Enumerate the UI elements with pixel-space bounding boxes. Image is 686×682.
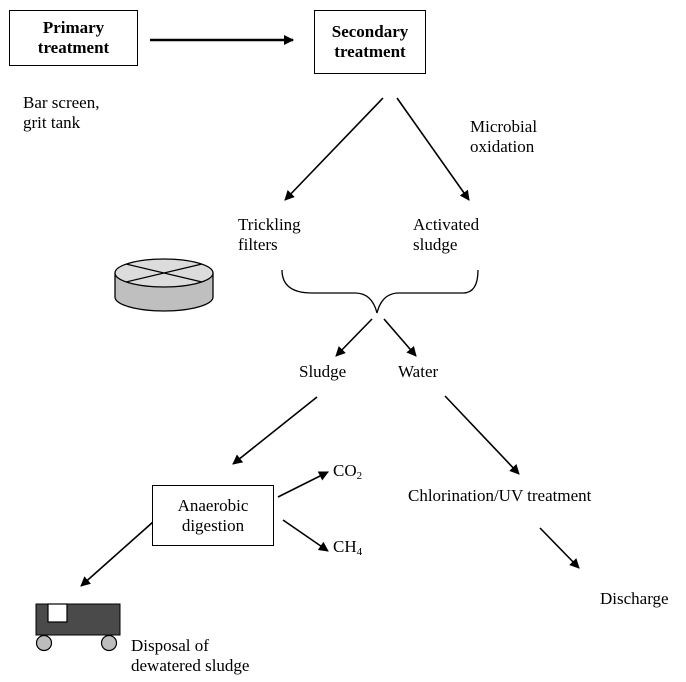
arrow-chlorination-to-discharge (539, 527, 580, 569)
disposal-label: Disposal of dewatered sludge (131, 636, 249, 677)
secondary-treatment-box: Secondary treatment (314, 10, 426, 74)
arrow-anaerobic-to-co2 (277, 471, 329, 498)
trickling-filter-tank-icon (114, 258, 214, 312)
bar-screen-line-1: Bar screen, (23, 93, 100, 112)
chlorination-uv-label: Chlorination/UV treatment (408, 486, 592, 505)
co2-subscript: 2 (356, 470, 363, 482)
arrow-sludge-to-anaerobic (232, 396, 318, 465)
activated-line-1: Activated (413, 215, 480, 234)
arrow-to-water (383, 318, 417, 357)
anaerobic-line-2: digestion (181, 515, 245, 535)
bar-screen-line-2: grit tank (23, 113, 81, 133)
primary-line-2: treatment (37, 38, 110, 57)
microbial-line-1: Microbial (470, 117, 538, 136)
secondary-line-1: Secondary (331, 22, 409, 42)
primary-line-1: Primary (42, 18, 105, 38)
disposal-line-1: Disposal of (131, 636, 209, 655)
anaerobic-digestion-box: Anaerobic digestion (152, 485, 274, 546)
ch4-subscript: 4 (356, 546, 363, 558)
discharge-label: Discharge (600, 589, 669, 608)
trickling-line-2: filters (238, 235, 278, 255)
sludge-label: Sludge (299, 362, 347, 381)
ch4-label: CH4 (333, 537, 362, 559)
water-label: Water (398, 362, 439, 381)
trickling-line-1: Trickling (238, 215, 301, 234)
microbial-oxidation-label: Microbial oxidation (470, 117, 537, 158)
activated-sludge-label: Activated sludge (413, 215, 479, 256)
anaerobic-line-1: Anaerobic (177, 495, 249, 515)
co2-label: CO2 (333, 461, 362, 483)
arrow-to-sludge (335, 318, 373, 357)
arrow-anaerobic-to-ch4 (282, 519, 329, 552)
bar-screen-label: Bar screen, grit tank (23, 93, 99, 134)
ch4-base: CH (333, 537, 357, 556)
primary-treatment-box: Primary treatment (9, 10, 138, 66)
microbial-line-2: oxidation (470, 137, 535, 157)
co2-base: CO (333, 461, 357, 480)
arrow-water-to-chlorination (444, 395, 520, 475)
disposal-line-2: dewatered sludge (131, 656, 250, 676)
merge-brace (281, 269, 479, 314)
arrow-secondary-to-activated (396, 97, 470, 201)
activated-line-2: sludge (413, 235, 458, 255)
arrow-secondary-to-trickling (284, 97, 384, 201)
arrow-anaerobic-to-disposal (80, 521, 154, 587)
trickling-filters-label: Trickling filters (238, 215, 301, 256)
secondary-line-2: treatment (334, 42, 406, 61)
sludge-truck-icon (35, 603, 121, 652)
